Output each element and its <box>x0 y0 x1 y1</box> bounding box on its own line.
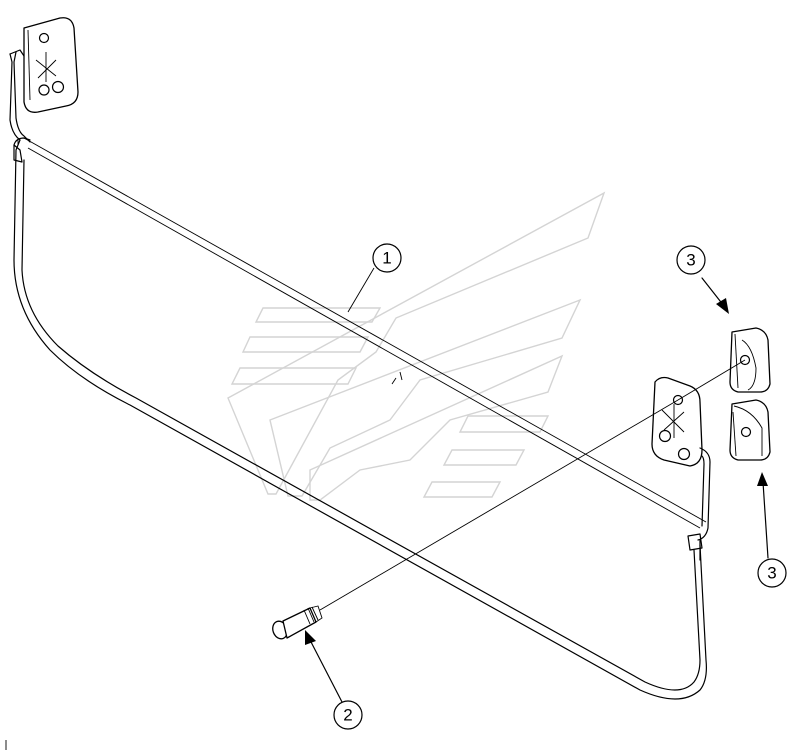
screw <box>272 605 323 640</box>
callout-2: 2 <box>333 700 363 730</box>
left-hinge-bracket <box>9 17 79 143</box>
callout-3-upper-label: 3 <box>686 251 695 270</box>
panel <box>13 137 707 700</box>
clip-nut-upper <box>729 327 771 393</box>
clip-nut-lower <box>729 399 771 461</box>
watermark-logo <box>227 191 606 501</box>
arrow-leaders <box>305 277 769 703</box>
callout-3-lower-label: 3 <box>767 564 776 583</box>
callout-1: 1 <box>372 243 402 273</box>
callout-3-upper: 3 <box>676 245 706 275</box>
callout-2-label: 2 <box>343 706 352 725</box>
right-hinge-bracket <box>651 376 711 561</box>
assembly-lines <box>319 267 746 611</box>
callout-3-lower: 3 <box>757 558 787 588</box>
callout-1-label: 1 <box>382 249 391 268</box>
